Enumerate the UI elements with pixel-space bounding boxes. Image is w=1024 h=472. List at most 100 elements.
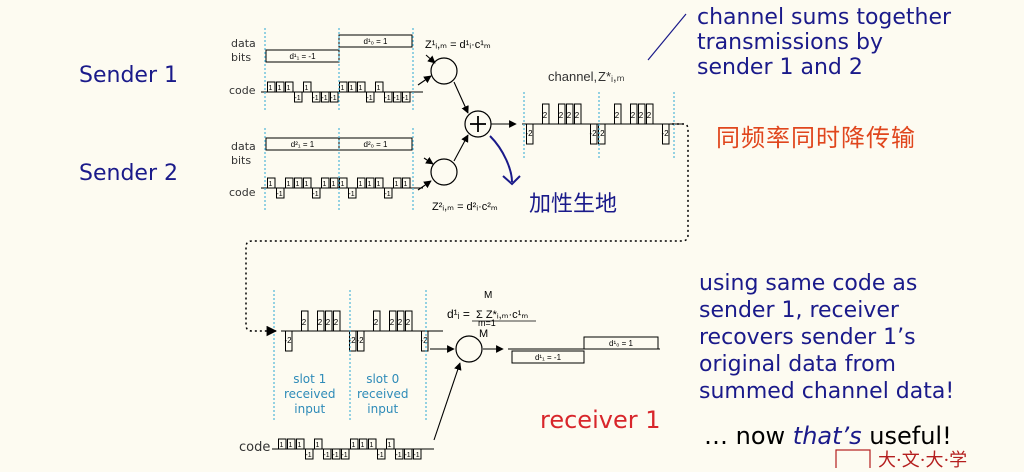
note-pointer: [647, 13, 687, 61]
slot-line: slot 0: [366, 372, 400, 386]
s2-code-chip: [276, 187, 285, 199]
s2-code-chip-label: 1: [377, 181, 381, 188]
bits-word: bits: [231, 51, 252, 64]
receiver-input-wave-bar-label: -2: [420, 336, 428, 345]
additive-arrowhead: [502, 175, 521, 186]
slot-line: received: [284, 387, 336, 401]
s2-databit-slot0-label: d²₀ = 1: [364, 140, 389, 149]
s2-data-bits-label: data bits: [231, 140, 256, 168]
s2-code-chip-label: -1: [384, 191, 390, 198]
z1-formula: Z¹ᵢ,ₘ = d¹ᵢ·c¹ₘ: [425, 39, 491, 51]
channel-wave-bar: [638, 103, 646, 125]
slot-line: input: [367, 402, 399, 416]
arrow-mult1-to-adder: [453, 81, 469, 114]
sender-1-label: Sender 1: [79, 63, 178, 88]
receiver-code-chip: [305, 448, 314, 460]
bits-word: bits: [231, 154, 252, 167]
s1-code-chip: [294, 91, 303, 103]
receiver-code-label: code: [239, 440, 271, 455]
s1-code-chip: [276, 81, 285, 93]
receiver-input-wave-bar: [317, 310, 325, 332]
slot-0-label: slot 0 received input: [357, 372, 408, 417]
sender-2-label: Sender 2: [79, 161, 178, 186]
s1-code-chip-label: 1: [377, 85, 381, 92]
arrow-code-to-mult2: [417, 180, 432, 191]
channel-wave-bar-label: 2: [615, 111, 620, 120]
multiplier-1: [430, 57, 458, 85]
s1-code-chip: [393, 91, 402, 103]
s2-code-chip: [384, 187, 393, 199]
receiver-code-chip-label: -1: [413, 452, 419, 459]
useful-note: … now that’s useful!: [704, 422, 952, 450]
receiver-code-chip-label: 1: [316, 442, 320, 449]
receiver-input-wave-bar: [405, 310, 413, 332]
s2-code-chip-label: 1: [296, 181, 300, 188]
channel-wave-bar-label: 2: [647, 111, 652, 120]
output-databit-slot1: [511, 350, 585, 364]
s1-code-chip: [357, 81, 366, 93]
s1-code-chip-label: 1: [305, 85, 309, 92]
receiver-input-wave-bar-label: 2: [318, 318, 323, 327]
s2-code-chip: [339, 177, 348, 189]
channel-wave-bar: [630, 103, 638, 125]
receiver-code-chip: [386, 438, 395, 450]
channel-wave-bar-label: -2: [597, 129, 605, 138]
s1-code-chip: [348, 81, 357, 93]
receiver-code-chip: [278, 438, 287, 450]
receiver-input-wave-bar-label: -2: [284, 336, 292, 345]
channel-wave-bar: [646, 103, 654, 125]
s2-code-chip-label: 1: [305, 181, 309, 188]
receiver-input-wave-bar-label: 2: [334, 318, 339, 327]
s1-code-chip: [330, 91, 339, 103]
s1-code-chip: [384, 91, 393, 103]
receiver-code-chip: [341, 448, 350, 460]
s2-code-chip: [393, 177, 402, 189]
additive-curve: [489, 135, 513, 183]
channel-wave-bar: [574, 103, 582, 125]
receiver-code-chip: [359, 438, 368, 450]
s2-code-chip-label: 1: [332, 181, 336, 188]
slot-1-label: slot 1 received input: [284, 372, 335, 417]
receiver-code-chip: [332, 448, 341, 460]
receiver-code-chip-label: -1: [305, 452, 311, 459]
s1-code-chip: [375, 81, 384, 93]
s2-code-chip-label: -1: [312, 191, 318, 198]
receiver-note: using same code as sender 1, receiver re…: [699, 270, 954, 405]
receiver-input-wave-bar-label: 2: [374, 318, 379, 327]
channel-label: channel,: [548, 69, 597, 84]
s1-code-chip-label: -1: [294, 95, 300, 102]
s2-code-chip-label: 1: [368, 181, 372, 188]
note-line: original data from: [699, 352, 896, 377]
s1-code-chip-label: -1: [330, 95, 336, 102]
receiver-code-chip-label: 1: [280, 442, 284, 449]
s1-code-chip: [339, 81, 348, 93]
s2-code-chip: [402, 177, 411, 189]
channel-wave-bar: [590, 123, 598, 145]
receiver-code-chip-label: 1: [289, 442, 293, 449]
s1-code-chip-label: -1: [402, 95, 408, 102]
channel-wave-bar: [566, 103, 574, 125]
receiver-input-wave-bar-label: 2: [398, 318, 403, 327]
s1-code-chip: [303, 81, 312, 93]
s2-code-chip: [312, 187, 321, 199]
receiver-code-chip-label: -1: [332, 452, 338, 459]
channel-wave-bar-label: 2: [543, 111, 548, 120]
receiver-input-wave-bar-label: 2: [406, 318, 411, 327]
s2-code-chip-label: -1: [348, 191, 354, 198]
receiver-input-wave-bar-label: 2: [302, 318, 307, 327]
receiver-code-chip-label: 1: [388, 442, 392, 449]
channel-wave-bar: [662, 123, 670, 145]
s2-code-chip: [303, 177, 312, 189]
s2-code-chip-label: -1: [276, 191, 282, 198]
receiver-input-wave-bar-label: -2: [356, 336, 364, 345]
note-line: recovers sender 1’s: [699, 325, 916, 350]
receiver-code-chip: [368, 438, 377, 450]
output-databit-slot0-label: d¹₀ = 1: [609, 339, 634, 348]
note-line: sender 1, receiver: [699, 298, 899, 323]
channel-wave-bar-label: 2: [567, 111, 572, 120]
s2-code-chip: [348, 187, 357, 199]
decode-lhs: d¹ᵢ =: [447, 307, 470, 321]
channel-wave-bar-label: 2: [639, 111, 644, 120]
receiver-code-chip: [350, 438, 359, 450]
s2-code-chip: [375, 177, 384, 189]
